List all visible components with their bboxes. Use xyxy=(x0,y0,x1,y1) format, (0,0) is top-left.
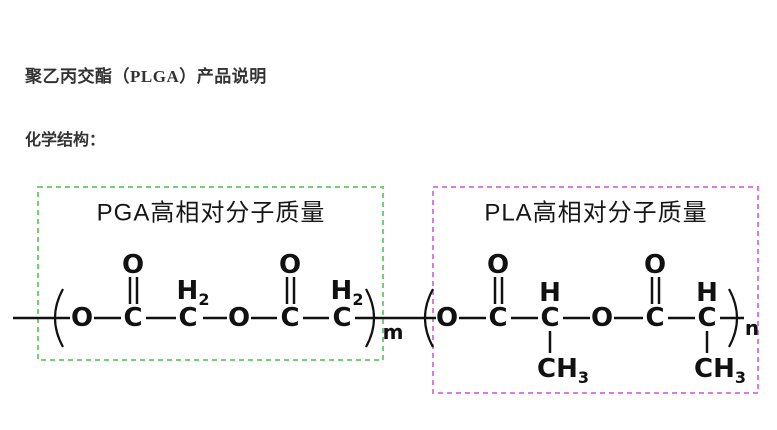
atom-label-c: C xyxy=(645,303,664,333)
atom-label-o: O xyxy=(122,250,144,280)
atom-label-c: C xyxy=(540,303,559,333)
atom-label-o: O xyxy=(228,303,250,333)
pla-unit-box-title: PLA高相对分子质量 xyxy=(484,200,707,227)
atom-label-h2: H2 xyxy=(331,276,364,309)
open-paren xyxy=(53,288,64,348)
atom-label-h: H xyxy=(696,278,718,308)
atom-label-ch3: CH3 xyxy=(694,354,746,387)
atom-label-o: O xyxy=(279,250,301,280)
atom-label-o: O xyxy=(436,303,458,333)
open-paren xyxy=(423,288,434,348)
atom-label-c: C xyxy=(178,303,197,333)
close-paren xyxy=(728,288,739,348)
section-label: 化学结构： xyxy=(25,132,106,149)
repeat-subscript-n: n xyxy=(745,316,759,340)
pga-unit-box xyxy=(37,186,384,361)
atom-label-o: O xyxy=(591,303,613,333)
atom-label-o: O xyxy=(487,250,509,280)
atom-label-c: C xyxy=(488,303,507,333)
atom-label-ch3: CH3 xyxy=(537,354,589,387)
atom-label-c: C xyxy=(697,303,716,333)
atom-label-c: C xyxy=(332,303,351,333)
pga-unit-box-title: PGA高相对分子质量 xyxy=(97,200,326,227)
atom-label-o: O xyxy=(644,250,666,280)
atom-label-h2: H2 xyxy=(177,276,210,309)
close-paren xyxy=(365,288,376,348)
atom-label-h: H xyxy=(539,278,561,308)
atom-label-o: O xyxy=(71,303,93,333)
atom-label-c: C xyxy=(123,303,142,333)
atom-label-c: C xyxy=(280,303,299,333)
repeat-subscript-m: m xyxy=(383,320,404,344)
document-title: 聚乙丙交酯（PLGA）产品说明 xyxy=(25,67,267,86)
